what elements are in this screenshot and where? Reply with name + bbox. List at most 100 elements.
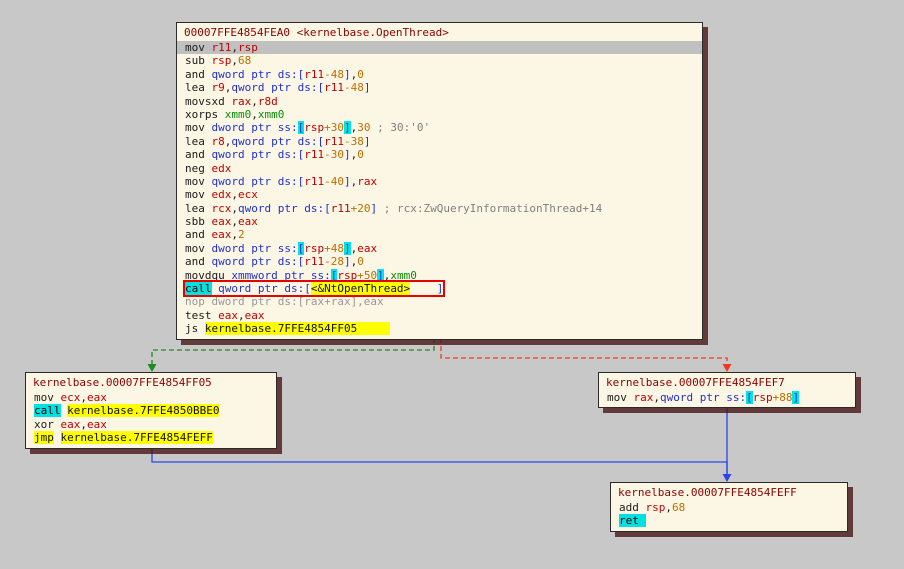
asm-token <box>54 431 61 444</box>
instruction-row[interactable]: lea r9,qword ptr ds:[r11-48] <box>177 81 702 94</box>
asm-token: r11 <box>211 41 232 54</box>
asm-token: +88 <box>772 391 793 404</box>
instruction-row[interactable]: movsxd rax,r8d <box>177 95 702 108</box>
instruction-row[interactable]: and eax,2 <box>177 228 702 241</box>
instruction-row[interactable]: test eax,eax <box>177 309 702 322</box>
asm-token: mov <box>185 41 212 54</box>
asm-token <box>410 282 437 295</box>
asm-token: xor <box>34 417 61 431</box>
asm-token: rsp <box>645 501 666 514</box>
asm-token: [ <box>746 391 753 404</box>
asm-token: sbb <box>185 215 212 229</box>
instruction-row[interactable]: and qword ptr ds:[r11-28],0 <box>177 255 702 268</box>
asm-token: [ <box>317 134 325 148</box>
asm-token: r11 <box>304 174 325 188</box>
instruction-row[interactable]: movdqu xmmword ptr ss:[rsp+50],xmm0 <box>177 268 702 282</box>
asm-token: rax <box>357 174 378 188</box>
asm-token: ] <box>363 134 371 148</box>
asm-token: [ <box>304 282 311 296</box>
node-title: kernelbase.00007FFE4854FF05 <box>33 376 212 389</box>
asm-token: lea <box>185 201 212 215</box>
asm-token: jmp <box>34 431 54 445</box>
asm-token: ] <box>370 201 378 215</box>
instruction-row[interactable]: mov ecx,eax <box>26 391 276 404</box>
asm-token: rsp <box>304 241 325 255</box>
instruction-row[interactable]: sub rsp,68 <box>177 54 702 67</box>
asm-token: kernelbase.7FFE4854FF05 <box>204 322 391 336</box>
asm-token: eax <box>87 391 107 404</box>
instruction-row[interactable]: and qword ptr ds:[r11-30],0 <box>177 148 702 161</box>
asm-token: r9 <box>211 81 225 95</box>
asm-token: rsp <box>304 121 325 135</box>
asm-token: , <box>231 215 238 229</box>
asm-token: r11 <box>304 148 325 162</box>
asm-token: r11 <box>324 81 344 95</box>
graph-node-openthread-entry[interactable]: 00007FFE4854FEA0 <kernelbase.OpenThread>… <box>176 22 703 340</box>
asm-token: , <box>350 148 358 162</box>
asm-token: xmmword ptr ss: <box>231 268 331 282</box>
asm-token: test <box>185 308 219 322</box>
instruction-row[interactable]: mov rax,qword ptr ss:[rsp+88] <box>599 391 855 404</box>
asm-token: and <box>185 148 212 162</box>
asm-token: mov <box>185 188 212 202</box>
instruction-row[interactable]: neg edx <box>177 162 702 175</box>
asm-token: , <box>251 107 258 121</box>
instruction-row[interactable]: ret <box>611 514 847 528</box>
instruction-row[interactable]: lea rcx,qword ptr ds:[r11+20] ; rcx:ZwQu… <box>177 202 702 215</box>
asm-token: movsxd <box>185 94 232 108</box>
asm-token: qword ptr ds: <box>218 282 305 296</box>
instruction-row[interactable]: mov r11,rsp <box>177 41 702 55</box>
asm-token: ] <box>343 255 351 269</box>
asm-token: , <box>231 41 238 54</box>
instruction-row[interactable]: xor eax,eax <box>26 418 276 431</box>
asm-token: , <box>80 417 87 431</box>
asm-token: eax <box>211 215 232 229</box>
asm-token: ] <box>343 148 351 162</box>
instruction-row[interactable]: lea r8,qword ptr ds:[r11-38] <box>177 135 702 148</box>
asm-token: neg <box>185 161 212 175</box>
asm-token: mov <box>185 174 212 188</box>
instruction-row[interactable]: nop dword ptr ds:[rax+rax],eax <box>177 295 702 308</box>
asm-token: qword ptr ds: <box>211 174 298 188</box>
asm-token: eax <box>218 308 238 322</box>
asm-token: , <box>350 241 358 255</box>
instruction-row[interactable]: and qword ptr ds:[r11-48],0 <box>177 68 702 81</box>
instruction-row[interactable]: mov edx,ecx <box>177 188 702 201</box>
instruction-row[interactable]: call kernelbase.7FFE4850BBE0 <box>26 404 276 418</box>
instruction-row[interactable]: sbb eax,eax <box>177 215 702 228</box>
asm-token: -28 <box>324 255 344 269</box>
asm-token: ] <box>377 268 384 282</box>
asm-token: ] <box>343 67 351 81</box>
asm-token: 2 <box>238 228 245 242</box>
asm-token: ] <box>343 121 351 135</box>
asm-token: [ <box>297 241 305 255</box>
asm-token: eax <box>87 417 107 431</box>
instruction-row[interactable]: mov dword ptr ss:[rsp+48],eax <box>177 241 702 255</box>
asm-token: qword ptr ds: <box>231 81 318 95</box>
instruction-row[interactable]: jmp kernelbase.7FFE4854FEFF <box>26 431 276 445</box>
asm-token: ret <box>619 514 646 528</box>
asm-token: +48 <box>324 241 344 255</box>
asm-token: eax <box>238 215 258 229</box>
instruction-row[interactable]: call qword ptr ds:[<&NtOpenThread> ] <box>177 279 702 298</box>
asm-token: rcx <box>211 201 232 215</box>
asm-token: +50 <box>357 268 378 282</box>
asm-token: qword ptr ds: <box>211 255 298 269</box>
current-instruction-box: call qword ptr ds:[<&NtOpenThread> ] <box>182 279 446 298</box>
instruction-row[interactable]: add rsp,68 <box>611 501 847 514</box>
asm-token: rax <box>633 391 654 404</box>
asm-token: , <box>231 228 238 242</box>
asm-token: rsp <box>238 41 258 54</box>
instruction-row[interactable]: xorps xmm0,xmm0 <box>177 108 702 121</box>
instruction-row[interactable]: mov qword ptr ds:[r11-40],rax <box>177 175 702 188</box>
asm-token: kernelbase.7FFE4850BBE0 <box>67 404 220 418</box>
asm-token: js <box>185 322 205 336</box>
instruction-row[interactable]: mov dword ptr ss:[rsp+30],30 ; 30:'0' <box>177 121 702 135</box>
asm-token: , <box>383 268 391 282</box>
asm-token: r11 <box>330 201 351 215</box>
instruction-row[interactable]: js kernelbase.7FFE4854FF05 <box>177 322 702 336</box>
